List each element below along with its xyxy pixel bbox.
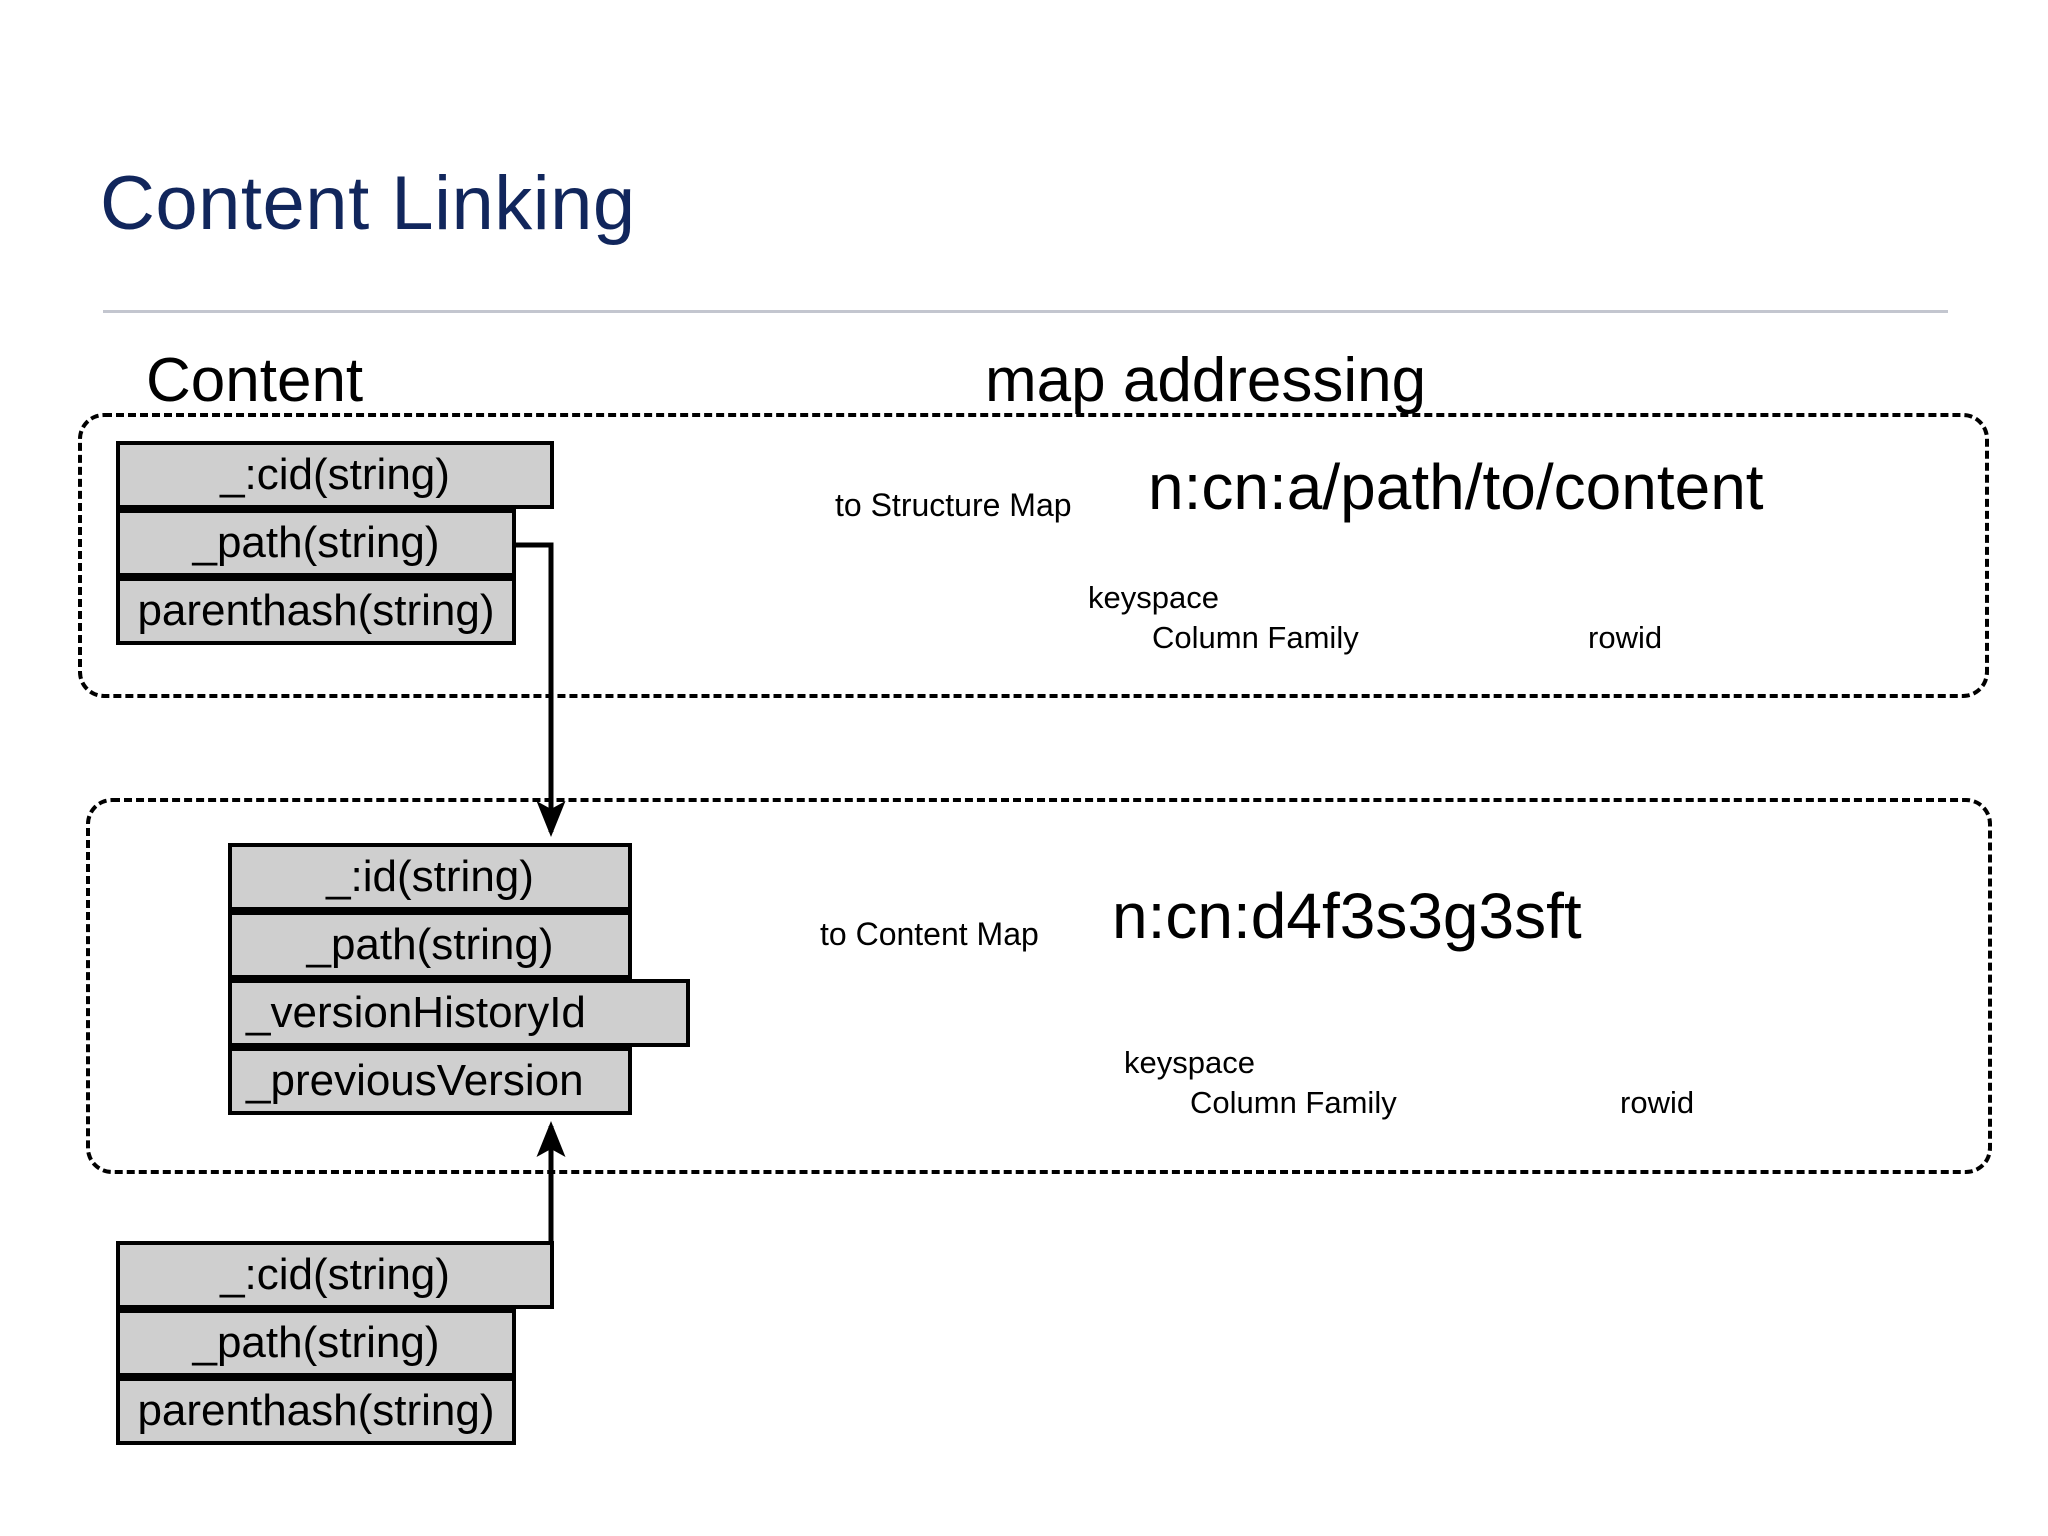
structure-map-caption: to Structure Map: [835, 487, 1072, 523]
structure-map-address: n:cn:a/path/to/content: [1148, 451, 1764, 523]
page-title: Content Linking: [100, 161, 636, 246]
content-map-rowid-label: rowid: [1620, 1085, 1695, 1120]
field-box-version-history-id: _versionHistoryId: [228, 979, 690, 1047]
section-label-map-addressing: map addressing: [985, 346, 1427, 415]
field-box-previous-version: _previousVersion: [228, 1047, 632, 1115]
content-map-group: [86, 798, 1992, 1174]
structure-map-column-family-label: Column Family: [1152, 620, 1359, 655]
field-box-parenthash-bottom: parenthash(string): [116, 1377, 516, 1445]
content-map-column-family-label: Column Family: [1190, 1085, 1397, 1120]
content-map-keyspace-label: keyspace: [1124, 1045, 1255, 1080]
structure-map-group: [78, 413, 1989, 698]
content-map-address: n:cn:d4f3s3g3sft: [1112, 880, 1582, 952]
field-box-path-bottom: _path(string): [116, 1309, 516, 1377]
content-map-caption: to Content Map: [820, 916, 1039, 952]
structure-map-rowid-label: rowid: [1588, 620, 1663, 655]
field-box-id-middle: _:id(string): [228, 843, 632, 911]
section-label-content: Content: [146, 346, 364, 415]
structure-map-keyspace-label: keyspace: [1088, 580, 1219, 615]
field-box-path-middle: _path(string): [228, 911, 632, 979]
title-divider: [103, 310, 1948, 313]
field-box-cid-bottom: _:cid(string): [116, 1241, 554, 1309]
field-box-path-top: _path(string): [116, 509, 516, 577]
field-box-cid-top: _:cid(string): [116, 441, 554, 509]
field-box-parenthash-top: parenthash(string): [116, 577, 516, 645]
